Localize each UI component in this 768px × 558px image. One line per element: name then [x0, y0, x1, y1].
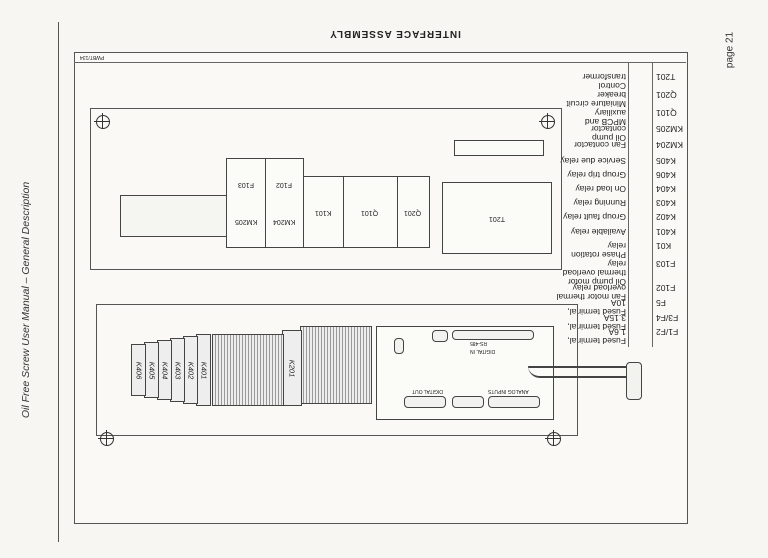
relay-k404: K404 — [157, 340, 172, 400]
terminal-block — [452, 330, 534, 340]
label-plate — [454, 140, 544, 156]
component-q101: Q101 — [342, 176, 398, 248]
manual-title: Oil Free Screw User Manual – General Des… — [20, 181, 32, 419]
legend-divider — [628, 62, 629, 347]
relay-k201: K201 — [282, 330, 302, 406]
legend-code: F3/F4 — [656, 313, 679, 323]
legend-description: Phase rotation relay — [571, 241, 626, 260]
legend-description: On load relay — [575, 184, 626, 194]
component-km205: F103 KM205 — [226, 158, 266, 248]
terminal-block — [394, 338, 404, 354]
fused-terminal-strip — [300, 326, 372, 404]
relay-k403: K403 — [170, 338, 185, 402]
legend-description: Oil pump motor thermal overload relay — [562, 259, 626, 287]
legend-description: Control transformer — [582, 72, 626, 91]
db9-connector-icon — [626, 362, 642, 400]
digital-out-label: DIGITAL OUT — [412, 388, 443, 394]
legend-description: Available relay — [570, 227, 626, 237]
legend-code: F5 — [656, 298, 666, 308]
drawing-sheet — [74, 52, 688, 524]
legend-code: Q201 — [656, 90, 677, 100]
legend-description: Running relay — [573, 198, 626, 208]
legend-code: F103 — [656, 259, 676, 269]
legend-code: KM204 — [656, 140, 683, 150]
analog-inputs-label: ANALOG INPUTS — [488, 388, 529, 394]
mounting-hole-icon — [545, 430, 561, 446]
legend-code: K403 — [656, 198, 676, 208]
legend-description: Service due relay — [560, 156, 626, 166]
legend-description: Group trip relay — [567, 170, 626, 180]
legend-code: K406 — [656, 170, 676, 180]
margin-line — [58, 22, 59, 542]
sheet-top-rule — [74, 62, 686, 63]
relay-k402: K402 — [183, 336, 198, 404]
lower-mounting-plate — [96, 304, 578, 436]
legend-description: Miniature circuit breaker — [566, 90, 626, 109]
terminal-block — [452, 396, 484, 408]
sheet-code: PWBT/134 — [80, 54, 105, 60]
serial-cable — [528, 366, 638, 378]
mounting-hole-icon — [539, 113, 555, 129]
terminal-block — [488, 396, 540, 408]
figure-heading: INTERFACE ASSEMBLY — [329, 28, 461, 39]
legend-code: K405 — [656, 156, 676, 166]
legend-code: K01 — [656, 241, 672, 251]
component-k101: K101 — [302, 176, 344, 248]
relay-k405: K405 — [144, 342, 159, 398]
legend-code: F1/F2 — [656, 327, 679, 337]
din-rail — [120, 195, 232, 237]
component-q201: Q201 — [396, 176, 430, 248]
page-number: page 21 — [724, 31, 736, 69]
legend-divider — [652, 62, 653, 347]
mounting-hole-icon — [94, 113, 110, 129]
component-km204: F102 KM204 — [264, 158, 304, 248]
upper-mounting-plate — [90, 108, 562, 270]
terminal-block — [404, 396, 446, 408]
terminal-block — [432, 330, 448, 342]
relay-k406: K406 — [131, 344, 146, 396]
terminal-strip — [212, 334, 284, 406]
legend-code: F102 — [656, 283, 676, 293]
legend-description: Fan contactor — [574, 140, 626, 150]
mounting-hole-icon — [98, 430, 114, 446]
digital-in-label: DIGITAL IN — [470, 348, 496, 354]
legend-code: K404 — [656, 184, 676, 194]
legend-code: K401 — [656, 227, 676, 237]
component-t201: T201 — [442, 182, 552, 254]
legend-code: Q101 — [656, 108, 677, 118]
legend-code: KM205 — [656, 124, 683, 134]
legend-code: T201 — [656, 72, 676, 82]
rs485-label: RS-485 — [470, 340, 487, 346]
legend-code: K402 — [656, 212, 676, 222]
legend-description: Group fault relay — [563, 212, 626, 222]
relay-k401: K401 — [196, 334, 211, 406]
